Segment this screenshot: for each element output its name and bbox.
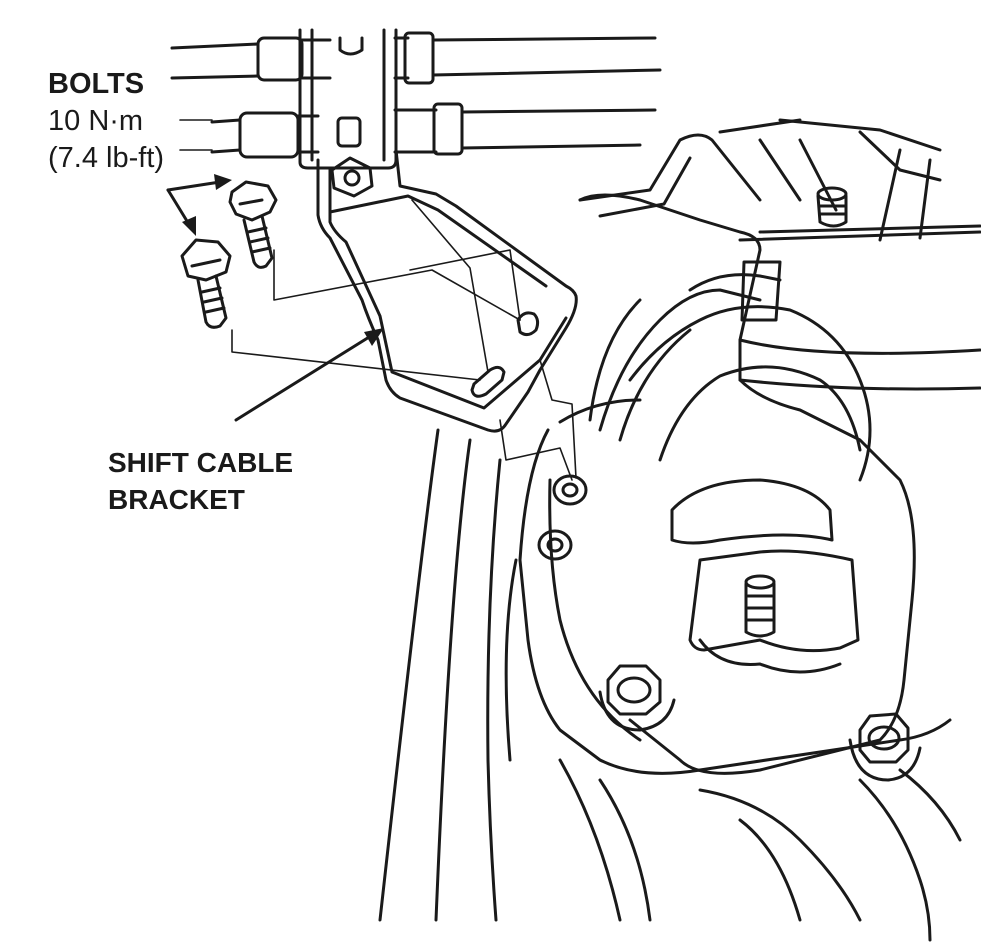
bracket-label-line1: SHIFT CABLE: [108, 447, 294, 478]
shift-cables: [170, 31, 662, 159]
upper-right-bracket: [578, 118, 981, 242]
label-arrows: [166, 180, 376, 422]
cable-clamp: [298, 28, 398, 170]
bolt-1: [228, 180, 278, 269]
transmission-housing: [378, 428, 518, 922]
bolt-2: [180, 238, 232, 329]
bolts-title: BOLTS: [48, 68, 145, 100]
shift-cable-bracket: [316, 148, 578, 433]
mount-nut-left: [598, 664, 676, 732]
mount-nut-right: [848, 712, 922, 782]
leader-lines: [179, 119, 577, 481]
bolts-torque-nm: 10 N·m: [48, 105, 144, 137]
lower-frame: [558, 758, 962, 942]
engine-mount: [578, 193, 981, 775]
mount-plate: [518, 398, 952, 775]
bracket-label-line2: BRACKET: [108, 484, 245, 515]
bolts-torque-lbft: (7.4 lb-ft): [48, 142, 165, 174]
arrowheads: [182, 174, 384, 346]
